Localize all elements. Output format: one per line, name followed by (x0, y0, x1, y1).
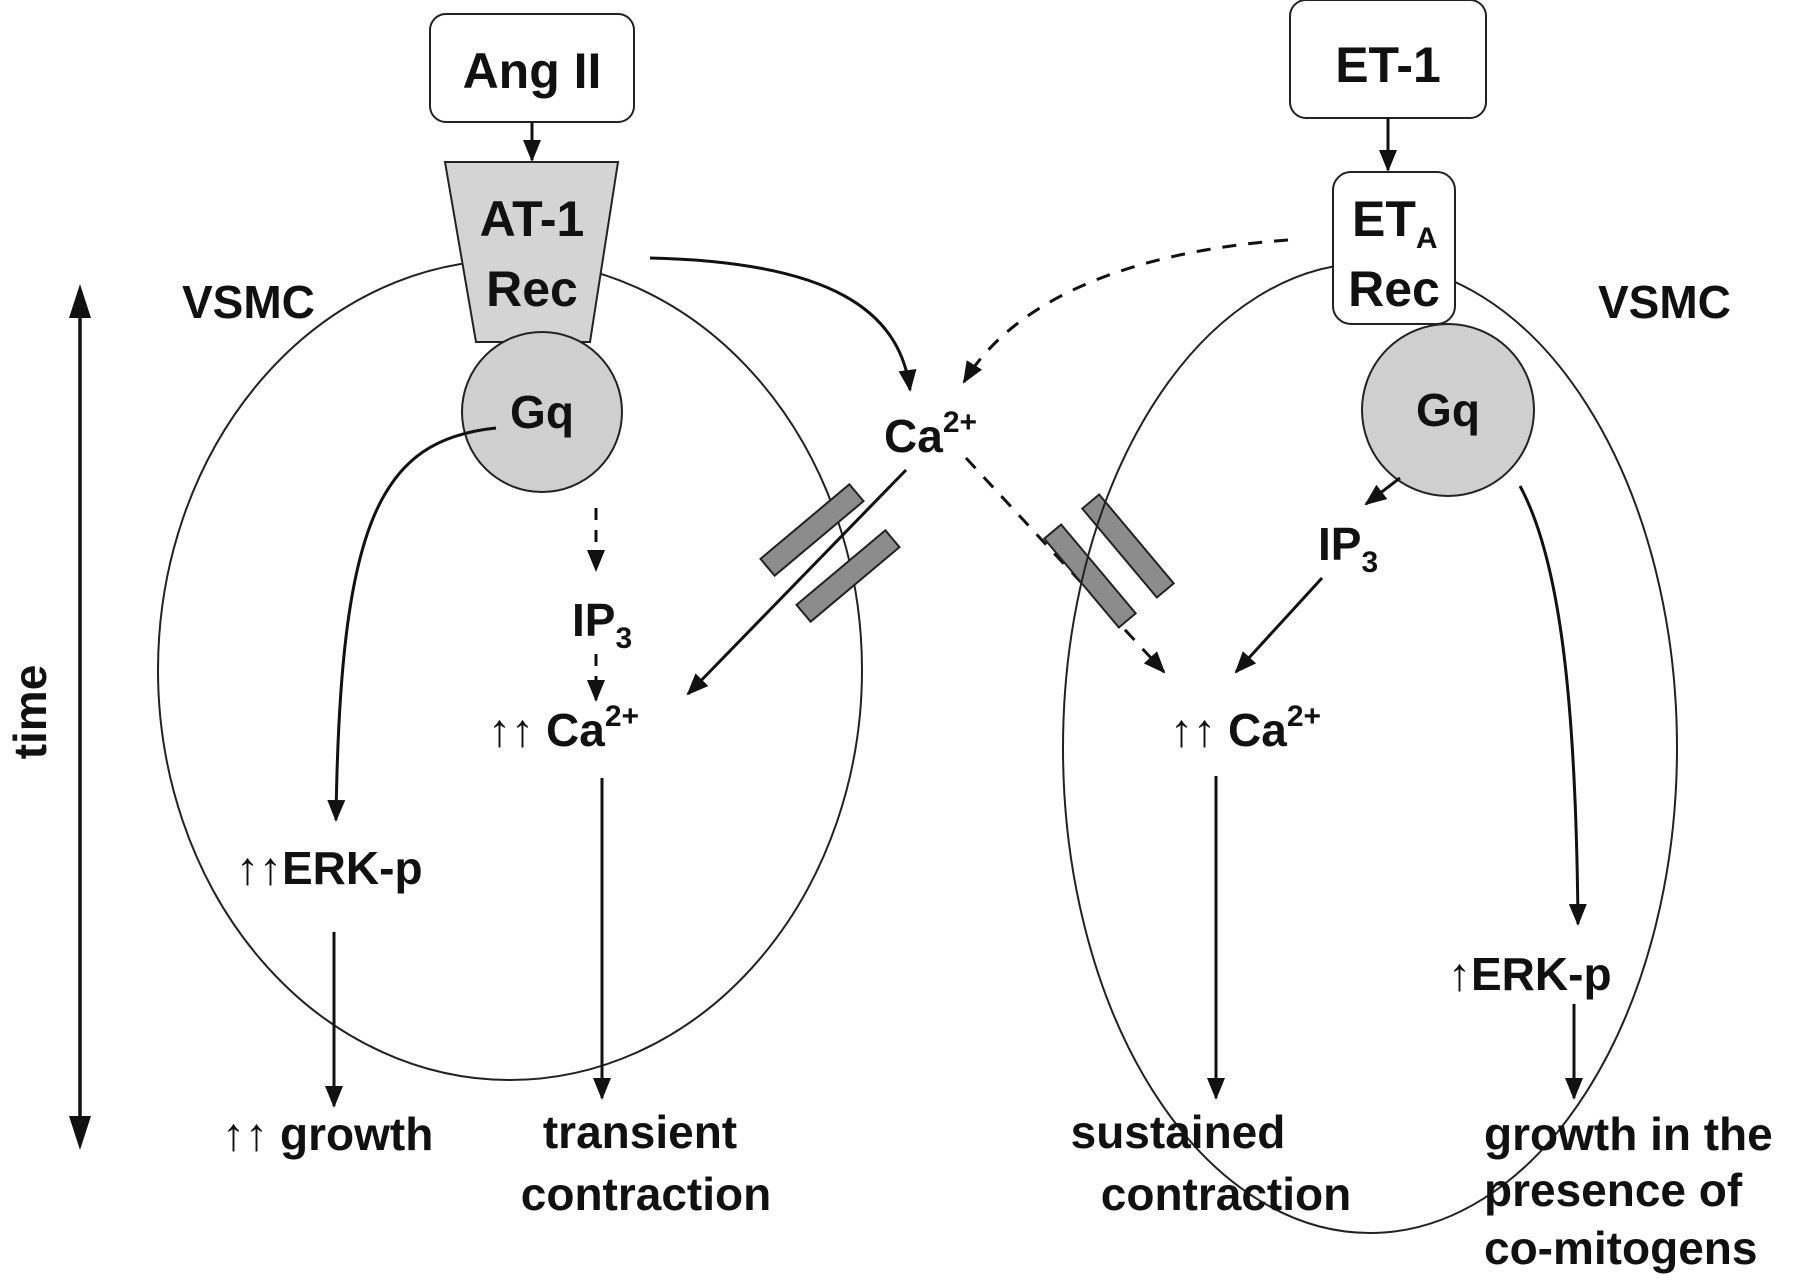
left-receptor-line1: AT-1 (480, 191, 585, 247)
right-growth-line2: presence of (1484, 1164, 1743, 1216)
right-gprotein-label: Gq (1416, 384, 1480, 436)
extracellular-calcium-label: Ca2+ (884, 406, 977, 462)
left-contraction-line1: transient (543, 1106, 737, 1158)
left-receptor-line2: Rec (486, 261, 578, 317)
left-gprotein-circle (461, 331, 623, 493)
right-receptor-line2: Rec (1348, 261, 1440, 317)
right-gq-to-erk-arrow (1518, 485, 1587, 926)
right-contraction-line2: contraction (1101, 1168, 1351, 1220)
left-erk-label: ↑↑ERK-p (236, 842, 423, 894)
right-calcium-label: ↑↑Ca2+ (1170, 700, 1321, 756)
left-receptor-to-calcium-arrow (649, 256, 917, 392)
left-gprotein-label: Gq (510, 386, 574, 438)
time-axis: time (4, 284, 91, 1150)
time-axis-bottom-arrowhead (69, 1116, 91, 1150)
right-ip3-label: IP3 (1318, 518, 1378, 579)
right-contraction-line1: sustained (1071, 1106, 1286, 1158)
right-cell-label: VSMC (1598, 276, 1731, 328)
left-calcium-channel (759, 482, 901, 624)
left-contraction-line2: contraction (521, 1168, 771, 1220)
left-cell: VSMC Ang II AT-1 Rec Gq IP3 ↑↑Ca2+ ↑↑ERK… (157, 13, 863, 1220)
left-ligand-label: Ang II (463, 43, 602, 99)
right-cell: VSMC ET-1 ETA Rec Gq IP3 ↑↑Ca2+ ↑ERK-p (1062, 0, 1773, 1274)
right-erk-label: ↑ERK-p (1448, 948, 1612, 1000)
right-receptor-box (1332, 171, 1456, 325)
right-gq-to-ip3-arrow (1364, 476, 1401, 506)
right-growth-line1: growth in the (1484, 1108, 1773, 1160)
left-ip3-label: IP3 (572, 594, 632, 655)
left-receptor-shape (443, 161, 620, 343)
time-axis-top-arrowhead (69, 284, 91, 318)
right-gprotein-circle (1361, 323, 1535, 497)
right-calcium-channel (1042, 493, 1176, 629)
extracellular-area: Ca2+ (649, 238, 1289, 696)
time-axis-label: time (4, 665, 56, 760)
left-gq-to-erk-arrow (327, 426, 497, 822)
left-calcium-label: ↑↑Ca2+ (488, 700, 639, 756)
calcium-to-right-cell-arrow (964, 456, 1166, 674)
calcium-to-left-cell-arrow (686, 468, 908, 696)
right-growth-line3: co-mitogens (1484, 1222, 1757, 1274)
left-channel-bar-2 (795, 528, 901, 624)
right-ligand-label: ET-1 (1335, 37, 1441, 93)
left-growth-label: ↑↑growth (222, 1108, 433, 1160)
right-ip3-to-calcium-arrow (1234, 576, 1324, 674)
left-channel-bar-1 (759, 482, 865, 578)
left-cell-label: VSMC (182, 276, 315, 328)
right-channel-bar-2 (1080, 493, 1176, 599)
right-receptor-line1: ETA (1352, 191, 1438, 255)
right-receptor-to-calcium-arrow (962, 238, 1289, 384)
